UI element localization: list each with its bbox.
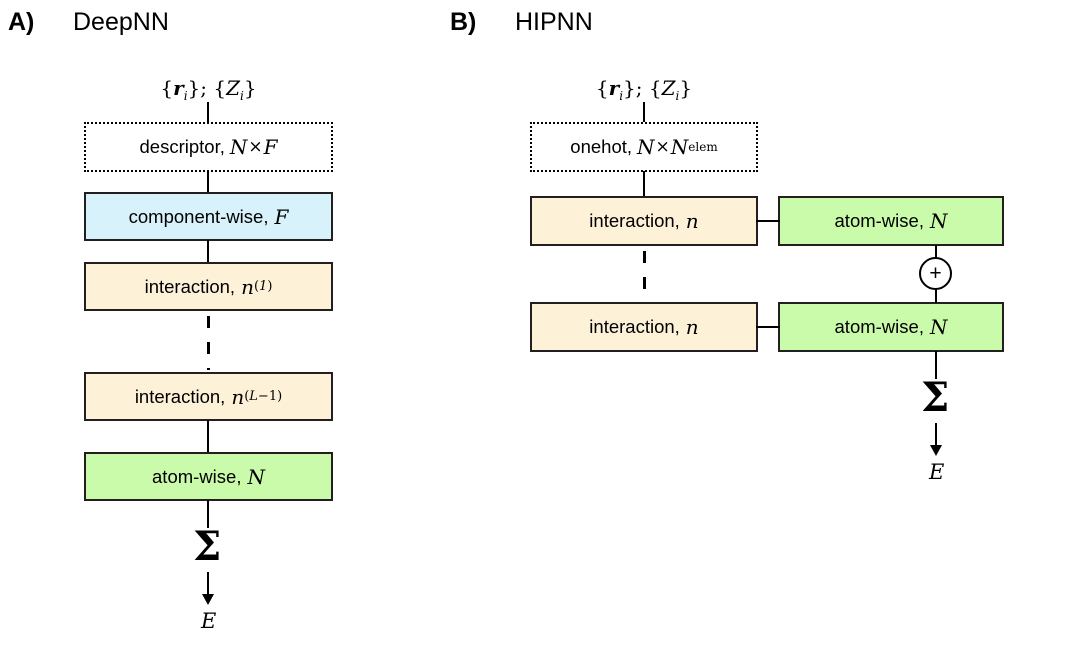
panel-a-title: DeepNN — [73, 8, 169, 36]
panel-a-input-label: {ri}; {Zi} — [160, 76, 257, 103]
node-interaction-top: interaction, n — [530, 196, 758, 246]
connector-onehot-to-interaction-top — [643, 171, 646, 197]
output-energy-label-b: E — [929, 460, 945, 484]
node-interaction-L-1-label: interaction, — [134, 385, 226, 407]
connector-interaction-bottom-to-atom-wise-bottom — [756, 326, 780, 329]
node-interaction-top-label: interaction, — [589, 210, 680, 231]
panel-b-input-label: {ri}; {Zi} — [595, 76, 693, 103]
connector-input-to-descriptor — [207, 102, 210, 123]
panel-a-letter: A) — [8, 8, 35, 36]
node-interaction-1: interaction, n(1) — [84, 262, 333, 311]
sum-symbol-b: Σ — [921, 374, 950, 421]
node-atom-wise-bottom-label: atom-wise, — [834, 316, 924, 337]
connector-adder-to-atom-wise-bottom — [935, 289, 938, 303]
panel-b-title: HIPNN — [515, 8, 593, 36]
sum-symbol-a: Σ — [193, 523, 222, 570]
connector-atom-wise-top-to-adder — [935, 245, 938, 259]
node-component-wise-label: component-wise, — [128, 205, 269, 227]
node-atom-wise-label: atom-wise, — [152, 465, 242, 487]
node-atom-wise-top-label: atom-wise, — [834, 210, 924, 231]
node-interaction-L-1: interaction, n(L−1) — [84, 372, 333, 421]
adder-plus-icon: + — [919, 257, 952, 290]
node-component-wise: component-wise, F — [84, 192, 333, 241]
connector-atom-wise-to-sum — [207, 500, 210, 528]
panel-deepnn: A) DeepNN {ri}; {Zi} descriptor, N×F com… — [0, 0, 440, 648]
node-onehot-label: onehot, — [570, 136, 633, 157]
connector-atom-wise-bottom-to-sum — [935, 351, 938, 379]
node-atom-wise: atom-wise, N — [84, 452, 333, 501]
node-interaction-bottom: interaction, n — [530, 302, 758, 352]
arrow-shaft-b — [935, 423, 938, 447]
node-atom-wise-bottom: atom-wise, N — [778, 302, 1004, 352]
arrow-head-icon-b — [929, 445, 942, 456]
panel-b-letter: B) — [450, 8, 477, 36]
node-interaction-1-label: interaction, — [144, 275, 236, 297]
connector-component-wise-to-interaction-1 — [207, 240, 210, 263]
node-descriptor-label: descriptor, — [139, 136, 225, 157]
vertical-ellipsis-connector-a — [207, 316, 210, 370]
connector-interaction-top-to-atom-wise-top — [756, 220, 780, 223]
node-descriptor: descriptor, N×F — [84, 122, 333, 172]
node-atom-wise-top: atom-wise, N — [778, 196, 1004, 246]
connector-descriptor-to-component-wise — [207, 171, 210, 193]
node-interaction-bottom-label: interaction, — [589, 316, 680, 337]
connector-interaction-to-atom-wise — [207, 420, 210, 453]
connector-input-to-onehot — [643, 102, 646, 123]
vertical-ellipsis-connector-b — [643, 251, 646, 301]
arrow-shaft-a — [207, 572, 210, 596]
output-energy-label-a: E — [201, 609, 217, 633]
arrow-head-icon-a — [201, 594, 214, 605]
